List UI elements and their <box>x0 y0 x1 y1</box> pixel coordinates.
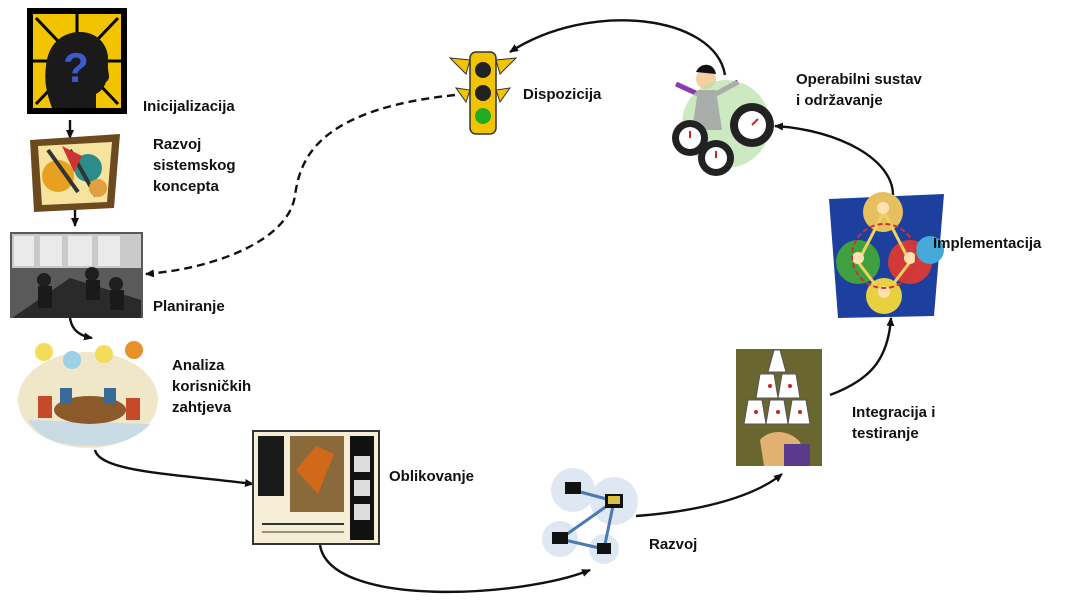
arrow-development-to-integration <box>635 473 783 518</box>
label-system-concept: Razvoj sistemskog koncepta <box>153 134 236 197</box>
label-design: Oblikovanje <box>389 466 474 487</box>
house-of-cards-icon <box>736 349 822 466</box>
label-integration: Integracija i testiranje <box>852 402 935 444</box>
label-line: testiranje <box>852 425 919 442</box>
arrow-integration-to-implementation <box>829 317 895 397</box>
label-line: Razvoj <box>153 136 202 153</box>
label-disposition: Dispozicija <box>523 84 601 105</box>
label-development: Razvoj <box>649 534 697 555</box>
meeting-room-photo <box>10 232 143 318</box>
brainstorm-meeting-icon <box>18 341 158 448</box>
label-line: koncepta <box>153 178 219 195</box>
team-puzzle-icon <box>829 192 944 318</box>
arrow-design-to-development <box>318 544 591 594</box>
label-initialization: Inicijalizacija <box>143 96 235 117</box>
label-development-text: Razvoj <box>649 536 698 553</box>
label-line: i održavanje <box>796 92 883 109</box>
label-line: Analiza <box>172 357 225 374</box>
label-operations: Operabilni sustav i održavanje <box>796 69 922 111</box>
label-line: sistemskog <box>153 157 236 174</box>
question-head-icon: ? <box>27 8 127 114</box>
concept-sketch-icon <box>30 134 120 212</box>
label-implementation-text: Implementacija <box>933 235 1042 252</box>
label-line: Integracija i <box>852 404 936 421</box>
label-implementation: Implementacija <box>933 233 1041 254</box>
label-planning-text: Planiranje <box>153 298 225 315</box>
label-planning: Planiranje <box>153 296 225 317</box>
design-blueprint-icon <box>252 430 380 545</box>
label-line: korisničkih <box>172 378 252 395</box>
svg-text:?: ? <box>63 44 89 91</box>
networked-computers-icon <box>542 468 638 564</box>
arrow-operations-to-disposition <box>509 19 727 76</box>
label-disposition-text: Dispozicija <box>523 86 602 103</box>
arrow-implementation-to-operations <box>774 122 895 196</box>
label-line: zahtjeva <box>172 399 232 416</box>
arrow-disposition-to-planning-dashed <box>145 93 456 278</box>
arrow-planning-to-requirements <box>68 317 93 341</box>
traffic-light-icon <box>448 51 518 135</box>
label-design-text: Oblikovanje <box>389 468 475 485</box>
label-initialization-text: Inicijalizacija <box>143 98 235 115</box>
juggling-clocks-icon <box>672 64 774 176</box>
connectors <box>66 19 895 594</box>
arrow-requirements-to-design <box>93 449 254 487</box>
label-requirements: Analiza korisničkih zahtjeva <box>172 355 251 418</box>
label-line: Operabilni sustav <box>796 71 922 88</box>
